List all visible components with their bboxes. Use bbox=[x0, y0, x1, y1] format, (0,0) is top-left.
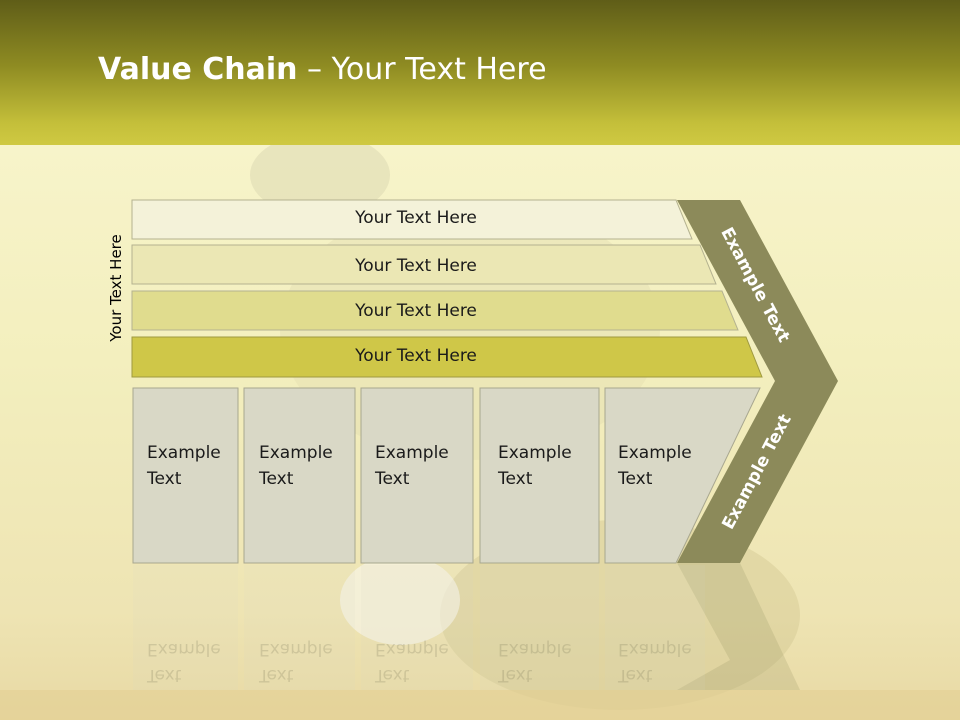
title-bold: Value Chain bbox=[98, 52, 298, 87]
box-reflection-5 bbox=[605, 565, 705, 690]
title-rest: – Your Text Here bbox=[297, 52, 547, 87]
box-1 bbox=[132, 387, 239, 564]
box-reflection-2 bbox=[244, 565, 355, 690]
box-5 bbox=[604, 387, 761, 564]
box-reflection-4 bbox=[480, 565, 599, 690]
box-4 bbox=[479, 387, 600, 564]
row-bar-3 bbox=[131, 290, 739, 331]
box-2 bbox=[243, 387, 356, 564]
row-bar-2 bbox=[131, 244, 717, 285]
page-title: Value Chain – Your Text Here bbox=[98, 52, 547, 87]
row-bar-1 bbox=[131, 199, 693, 240]
row-label-1: Your Text Here bbox=[355, 208, 477, 228]
chevron-reflection bbox=[677, 563, 800, 690]
box-reflection-1 bbox=[133, 565, 238, 690]
header-bar: Value Chain – Your Text Here bbox=[0, 0, 960, 145]
box-3 bbox=[360, 387, 474, 564]
row-label-4: Your Text Here bbox=[355, 346, 477, 366]
chevron-arrow bbox=[677, 200, 838, 563]
row-label-2: Your Text Here bbox=[355, 256, 477, 276]
box-reflection-3 bbox=[361, 565, 473, 690]
row-bar-4 bbox=[131, 336, 763, 378]
row-label-3: Your Text Here bbox=[355, 301, 477, 321]
